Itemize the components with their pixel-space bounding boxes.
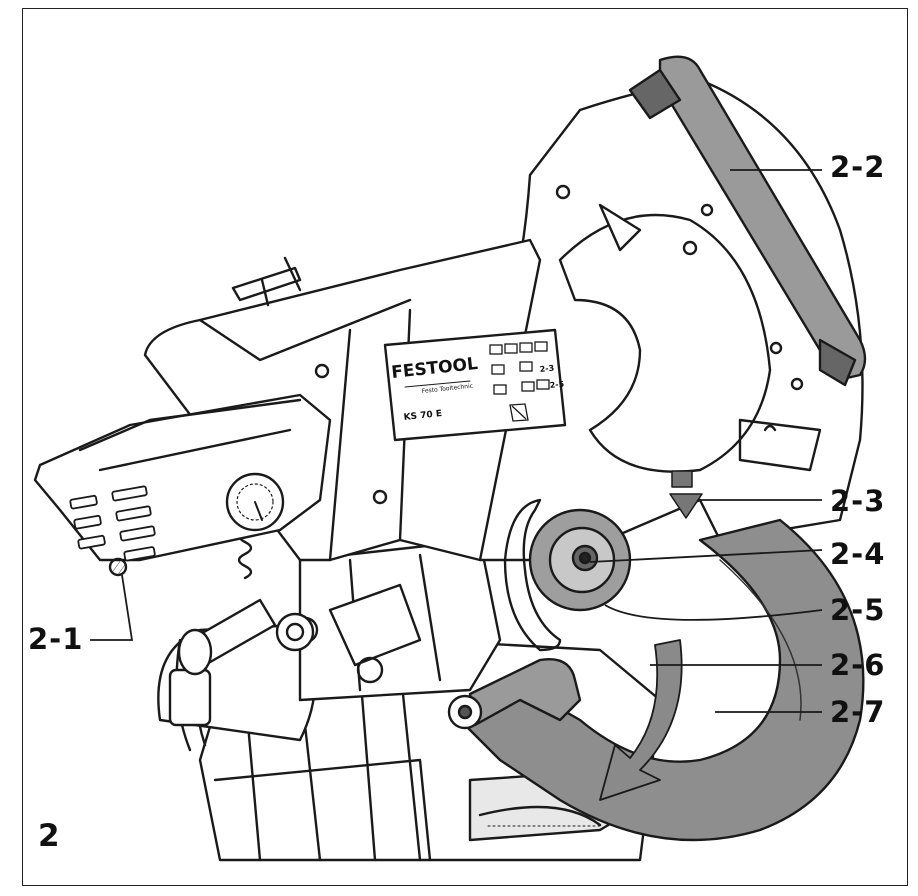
- leader-2-5: [604, 604, 823, 621]
- blade-flange: [503, 498, 632, 652]
- nameplate-note-1: 2-3: [539, 364, 554, 374]
- callout-2-7: 2-7: [830, 695, 886, 729]
- callout-2-5: 2-5: [830, 593, 886, 627]
- carry-handle: [628, 55, 867, 387]
- front-knob: [177, 598, 315, 676]
- left-motor-cover: [33, 393, 332, 577]
- leader-2-1: [90, 574, 134, 641]
- dust-port: [328, 583, 422, 684]
- nameplate-model: KS 70 E: [403, 409, 442, 423]
- callout-2-4: 2-4: [830, 537, 886, 571]
- callout-2-2: 2-2: [830, 150, 886, 184]
- leader-2-4: [589, 549, 823, 563]
- figure-number: 2: [38, 818, 60, 854]
- nameplate-symbols: [489, 341, 550, 422]
- lower-blade-guard: [458, 518, 865, 842]
- guard-lever: [447, 658, 582, 730]
- leader-lines: [90, 169, 823, 713]
- speed-dial: [225, 472, 285, 532]
- callout-2-1: 2-1: [28, 622, 84, 656]
- callout-2-3: 2-3: [830, 484, 886, 518]
- direction-symbol: [669, 470, 703, 519]
- callout-2-6: 2-6: [830, 648, 886, 682]
- rotation-arrow: [599, 639, 683, 801]
- nameplate-note-2: 2-5: [549, 379, 565, 390]
